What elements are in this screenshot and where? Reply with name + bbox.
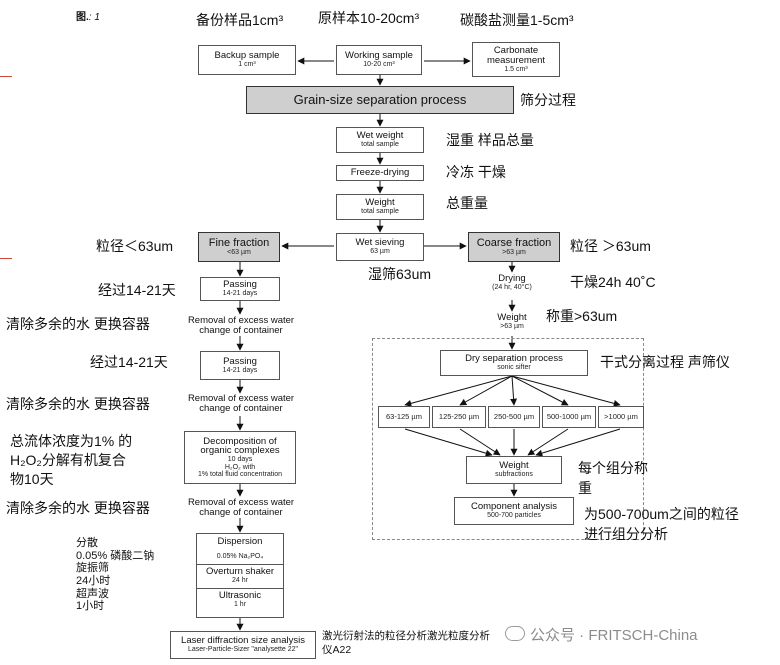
laser-cn-label-1: 激光衍射法的粒径分析激光粒度分析 <box>322 630 490 642</box>
backup-sample-box: Backup sample 1 cm³ <box>198 45 296 75</box>
size-box-3: 250-500 µm <box>488 406 540 428</box>
weight-coarse-step: Weight >63 µm <box>497 312 527 330</box>
passing1-cn-label: 经过14-21天 <box>98 282 176 298</box>
drying-cn-label: 干燥24h 40˚C <box>570 274 656 290</box>
wechat-icon <box>505 626 525 641</box>
decomposition-box: Decomposition of organic complexes 10 da… <box>184 431 296 484</box>
dry-sep-group-frame <box>372 338 644 540</box>
size-box-2: 125-250 µm <box>432 406 486 428</box>
drying-step: Drying (24 hr, 40°C) <box>492 273 532 291</box>
passing2-cn-label: 经过14-21天 <box>90 354 168 370</box>
fine-fraction-box: Fine fraction <63 µm <box>198 232 280 262</box>
size-box-1: 63-125 µm <box>378 406 430 428</box>
passing-box-1: Passing 14-21 days <box>200 277 280 301</box>
laser-cn-label-2: 仪A22 <box>322 644 352 656</box>
passing-box-2: Passing 14-21 days <box>200 351 280 380</box>
carbonate-box: Carbonate measurement 1.5 cm³ <box>472 42 560 77</box>
dispersion-cn-notes: 分散 0.05% 磷酸二钠 旋振筛 24小时 超声波 1小时 <box>76 537 155 613</box>
wet-sieving-cn-label: 湿筛63um <box>368 266 432 282</box>
decomp-cn-label-3: 物10天 <box>10 471 54 487</box>
dispersion-group-box: Dispersion 0.05% Na₂PO₄ Overturn shaker … <box>196 533 284 618</box>
working-cn-label: 原样本10-20cm³ <box>318 10 420 26</box>
wet-sieving-box: Wet sieving 63 µm <box>336 233 424 261</box>
removal-step-1: Removal of excess water change of contai… <box>187 315 295 336</box>
grain-size-process-box: Grain-size separation process <box>246 86 514 114</box>
removal-step-3: Removal of excess water change of contai… <box>187 497 295 518</box>
component-cn-label-2: 进行组分分析 <box>584 526 668 542</box>
decomp-cn-label-2: H₂O₂分解有机复合 <box>10 452 126 468</box>
weight-sub-cn-label-2: 重 <box>578 480 592 496</box>
dry-sep-cn-label: 干式分离过程 声筛仪 <box>600 354 730 370</box>
margin-mark <box>0 258 12 259</box>
dry-separation-box: Dry separation process sonic sifter <box>440 350 588 376</box>
weight-cn-label: 总重量 <box>446 195 488 211</box>
backup-cn-label: 备份样品1cm³ <box>196 12 284 28</box>
wet-weight-cn-label: 湿重 样品总量 <box>446 132 534 148</box>
removal1-cn-label: 清除多余的水 更换容器 <box>6 316 150 332</box>
laser-diffraction-box: Laser diffraction size analysis Laser-Pa… <box>170 631 316 659</box>
coarse-cn-label: 粒径 ＞63um <box>570 238 651 254</box>
working-sample-box: Working sample 10-20 cm³ <box>336 45 422 75</box>
freeze-cn-label: 冷冻 干燥 <box>446 164 506 180</box>
weight-sub-cn-label-1: 每个组分称 <box>578 460 648 476</box>
component-cn-label-1: 为500-700um之间的粒径 <box>584 506 739 522</box>
figure-caption: 图.: 1 <box>76 12 100 23</box>
fine-cn-label: 粒径＜63um <box>96 238 174 254</box>
margin-mark <box>0 76 12 77</box>
grain-cn-label: 筛分过程 <box>520 92 576 108</box>
removal3-cn-label: 清除多余的水 更换容器 <box>6 500 150 516</box>
decomp-cn-label-1: 总流体浓度为1% 的 <box>10 433 133 449</box>
wet-weight-box: Wet weight total sample <box>336 127 424 153</box>
carbonate-cn-label: 碳酸盐测量1-5cm³ <box>460 12 574 28</box>
removal2-cn-label: 清除多余的水 更换容器 <box>6 396 150 412</box>
freeze-drying-box: Freeze-drying <box>336 165 424 181</box>
removal-step-2: Removal of excess water change of contai… <box>187 393 295 414</box>
component-analysis-box: Component analysis 500-700 particles <box>454 497 574 525</box>
weight-subfractions-box: Weight subfractions <box>466 456 562 484</box>
size-box-4: 500-1000 µm <box>542 406 596 428</box>
coarse-fraction-box: Coarse fraction >63 µm <box>468 232 560 262</box>
weight-coarse-cn-label: 称重>63um <box>546 308 618 324</box>
size-box-5: >1000 µm <box>598 406 644 428</box>
weight-total-box: Weight total sample <box>336 194 424 220</box>
watermark: 公众号 · FRITSCH-China <box>505 624 698 645</box>
